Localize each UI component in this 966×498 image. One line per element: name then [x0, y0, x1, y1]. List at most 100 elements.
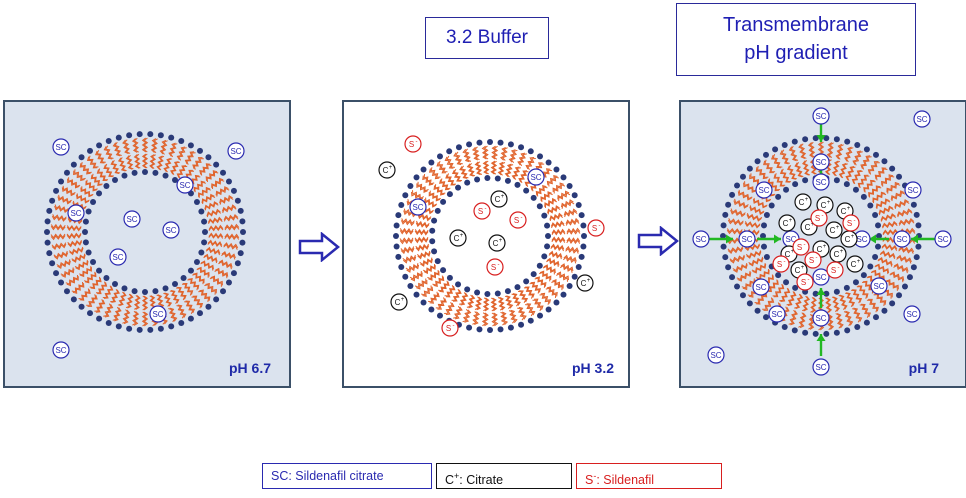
molecule-ring — [67, 204, 85, 222]
lipid-tail — [150, 138, 157, 153]
lipid-tail — [50, 223, 66, 230]
lipid-head — [230, 187, 237, 194]
lipid-head — [96, 190, 103, 197]
lipid-tail — [894, 199, 909, 208]
lipid-head — [225, 279, 232, 286]
lipid-head — [872, 314, 879, 321]
lipid-head — [49, 260, 56, 267]
lipid-tail — [491, 145, 497, 160]
molecule-label: C — [581, 279, 587, 288]
lipid-tail — [897, 210, 913, 218]
lipid-tail — [103, 146, 113, 160]
sildenafil-citrate-molecule: SC — [52, 138, 70, 156]
molecule-label: SC — [412, 203, 423, 212]
lipid-head — [802, 177, 809, 184]
molecule-label: SC — [907, 186, 918, 195]
lipid-tail — [401, 218, 415, 225]
legend-c: C+: Citrate — [436, 463, 572, 489]
lipid-tail — [156, 155, 163, 171]
lipid-head — [63, 169, 70, 176]
lipid-tail — [542, 265, 555, 275]
lipid-tail — [839, 294, 848, 310]
legend-c-text: : Citrate — [459, 473, 504, 488]
lipid-tail — [873, 294, 886, 306]
lipid-tail — [510, 149, 518, 164]
lipid-tail — [555, 272, 568, 282]
lipid-head — [187, 315, 194, 322]
lipid-tail — [223, 242, 239, 249]
lipid-tail — [53, 250, 68, 259]
lipid-tail — [210, 275, 223, 286]
sildenafil-citrate-molecule: SC — [176, 176, 194, 194]
lipid-tail — [810, 297, 816, 313]
molecule-charge: + — [805, 197, 809, 203]
lipid-tail — [893, 264, 908, 274]
lipid-head — [507, 141, 514, 148]
lipid-head — [530, 194, 537, 201]
lipid-tail — [896, 256, 912, 264]
lipid-tail — [786, 165, 797, 180]
lipid-head — [823, 135, 830, 142]
lipid-tail — [192, 273, 204, 285]
lipid-tail — [79, 163, 91, 175]
lipid-head — [87, 310, 94, 317]
lipid-head — [544, 222, 551, 229]
lipid-tail — [866, 299, 878, 313]
lipid-tail — [534, 277, 546, 288]
lipid-head — [729, 274, 736, 281]
molecule-ring — [812, 153, 830, 171]
lipid-tail — [886, 181, 900, 193]
lipid-tail — [170, 290, 180, 304]
lipid-head — [527, 148, 534, 155]
lipid-head — [571, 273, 578, 280]
molecule-label: C — [395, 298, 401, 307]
lipid-tail — [752, 199, 767, 209]
lipid-tail — [86, 156, 98, 169]
lipid-tail — [119, 292, 127, 307]
molecule-label: SC — [815, 273, 826, 282]
lipid-head — [455, 184, 462, 191]
lipid-tail — [201, 193, 215, 203]
lipid-head — [484, 175, 491, 182]
molecule-ring — [903, 305, 921, 323]
molecule-label: SC — [785, 235, 796, 244]
lipid-tail — [103, 286, 114, 299]
lipid-tail — [416, 279, 428, 290]
lipid-head — [202, 229, 208, 235]
sildenafil-citrate-molecule: SC — [752, 278, 770, 296]
molecule-ring — [842, 214, 860, 232]
lipid-tail — [877, 258, 893, 267]
lipid-tail — [511, 293, 520, 307]
molecule-label: S — [491, 263, 496, 272]
lipid-tail — [730, 209, 746, 218]
lipid-tail — [416, 250, 431, 258]
lipid-head — [507, 324, 514, 331]
lipid-tail — [543, 264, 556, 274]
lipid-tail — [84, 272, 97, 284]
lipid-head — [876, 233, 882, 239]
lipid-tail — [97, 282, 108, 295]
lipid-head — [802, 329, 809, 336]
lipid-head — [428, 159, 435, 166]
sildenafil-ion: S- — [842, 214, 860, 232]
lipid-tail — [745, 250, 762, 258]
lipid-tail — [539, 271, 551, 282]
lipid-tail — [853, 307, 863, 322]
lipid-head — [537, 312, 544, 319]
lipid-head — [147, 326, 154, 333]
lipid-tail — [825, 297, 831, 314]
lipid-tail — [501, 311, 509, 326]
lipid-head — [523, 278, 530, 285]
lipid-tail — [870, 270, 884, 282]
lipid-head — [237, 250, 244, 257]
lipid-tail — [94, 150, 105, 164]
lipid-tail — [62, 185, 76, 195]
lipid-tail — [102, 285, 113, 299]
lipid-head — [844, 327, 851, 334]
lipid-head — [440, 267, 447, 274]
molecule-label: SC — [896, 235, 907, 244]
lipid-head — [162, 172, 169, 179]
lipid-tail — [845, 147, 854, 163]
buffer-title: 3.2 Buffer — [445, 27, 529, 48]
lipid-tail — [472, 311, 479, 325]
